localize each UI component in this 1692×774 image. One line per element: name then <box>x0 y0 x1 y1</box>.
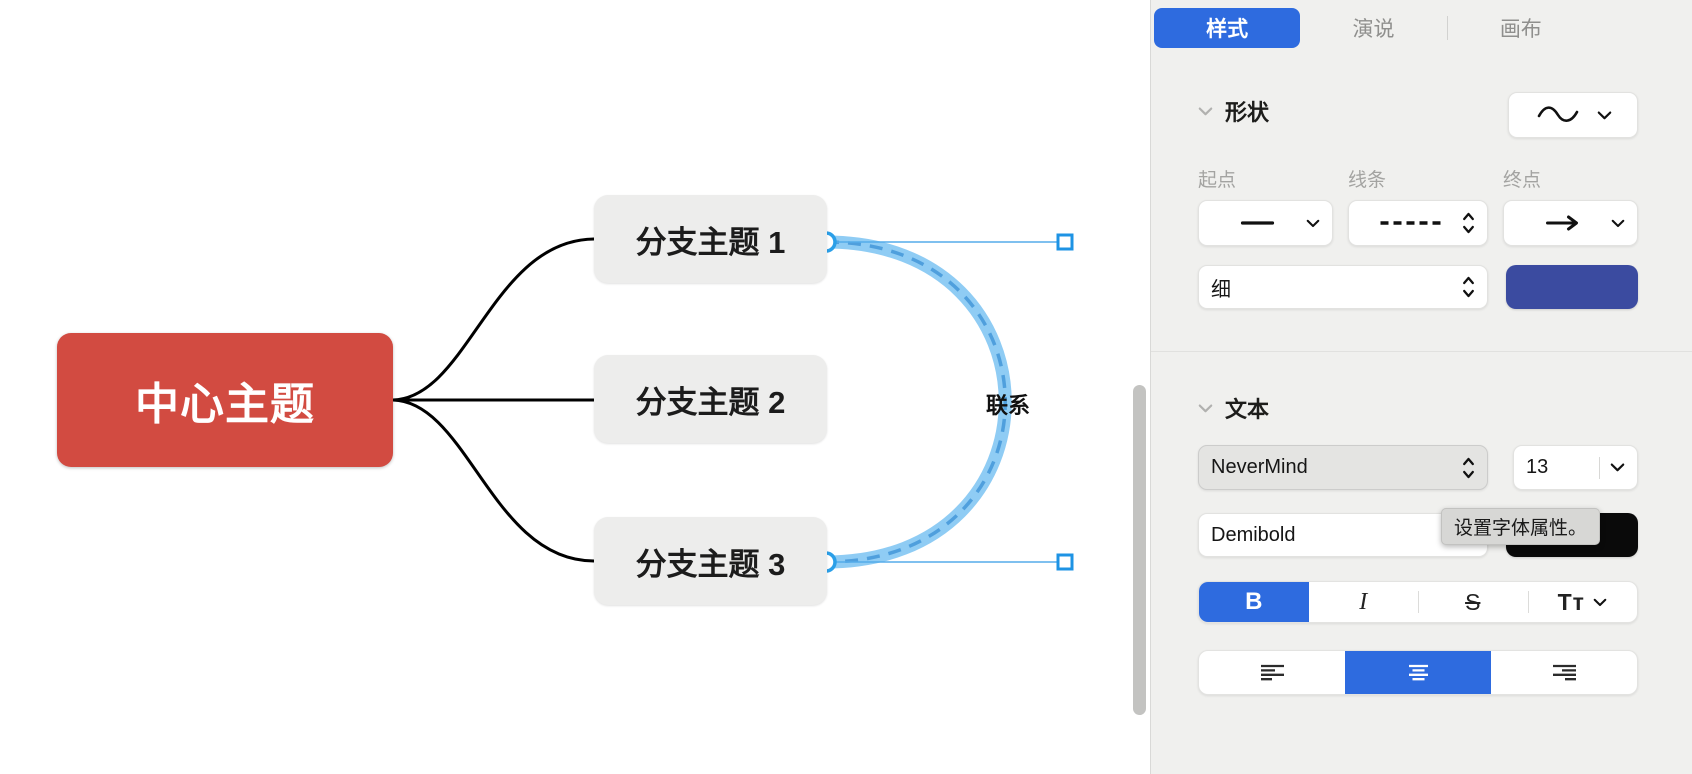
straight-line-icon <box>1240 221 1275 225</box>
chevron-down-icon <box>1597 111 1611 119</box>
dashed-line-icon <box>1380 221 1443 225</box>
end-point-select[interactable] <box>1503 200 1638 246</box>
relationship-curve[interactable] <box>819 235 1012 569</box>
italic-icon: I <box>1359 588 1368 615</box>
relationship-control-lines <box>826 241 1058 563</box>
stepper-icon <box>1463 457 1474 478</box>
arrow-right-icon <box>1546 215 1578 231</box>
align-center-button[interactable] <box>1345 651 1491 694</box>
font-attributes-tooltip: 设置字体属性。 <box>1441 508 1601 545</box>
tab-presentation[interactable]: 演说 <box>1352 18 1395 41</box>
style-panel-content: 形状 起点 线条 终点 <box>1151 0 1692 774</box>
wave-curve-icon <box>1537 106 1578 122</box>
text-alignment-group <box>1198 650 1638 695</box>
branch-connectors <box>391 237 596 563</box>
font-family-value: NeverMind <box>1211 456 1308 478</box>
font-size-value: 13 <box>1526 456 1549 478</box>
line-color-swatch[interactable] <box>1506 265 1638 309</box>
align-left-icon <box>1260 664 1284 681</box>
italic-button[interactable]: I <box>1309 582 1419 622</box>
line-width-value: 细 <box>1211 278 1231 301</box>
section-divider <box>1151 351 1692 352</box>
branch-topic-2[interactable]: 分支主题 2 <box>594 355 827 443</box>
shape-section-header: 形状 <box>1198 95 1269 127</box>
start-point-select[interactable] <box>1198 200 1333 246</box>
font-weight-value: Demibold <box>1211 523 1296 546</box>
tab-style[interactable]: 样式 <box>1154 8 1301 48</box>
align-right-icon <box>1552 664 1576 681</box>
relationship-control-handles[interactable] <box>1056 233 1074 571</box>
branch-topic-3[interactable]: 分支主题 3 <box>594 517 827 605</box>
chevron-down-icon <box>1593 598 1607 606</box>
chevron-down-icon <box>1611 219 1625 227</box>
bold-icon: B <box>1245 588 1263 615</box>
chevron-down-icon <box>1306 219 1320 227</box>
collapse-chevron-icon[interactable] <box>1198 107 1213 116</box>
shape-section-title: 形状 <box>1225 100 1270 125</box>
mindmap-canvas[interactable]: 中心主题 分支主题 1 分支主题 2 分支主题 3 联系 <box>0 0 1150 774</box>
canvas-vertical-scrollbar[interactable] <box>1133 385 1146 715</box>
chevron-down-icon <box>1610 463 1625 472</box>
bold-button[interactable]: B <box>1199 582 1309 622</box>
line-width-stepper[interactable]: 细 <box>1198 265 1488 309</box>
text-transform-button[interactable]: Tᴛ <box>1527 582 1638 622</box>
line-style-stepper[interactable] <box>1348 200 1488 246</box>
tab-divider <box>1446 16 1448 40</box>
tab-canvas[interactable]: 画布 <box>1499 18 1542 41</box>
text-transform-icon: Tᴛ <box>1557 588 1585 615</box>
stepper-icon <box>1463 276 1474 298</box>
style-panel: 样式 演说 画布 形状 起点 <box>1150 0 1692 774</box>
text-section-title: 文本 <box>1225 397 1270 422</box>
shape-field-labels: 起点 线条 终点 <box>1198 165 1638 192</box>
align-right-button[interactable] <box>1491 651 1637 694</box>
stepper-icon <box>1463 212 1474 234</box>
panel-tab-bar: 样式 演说 画布 <box>1154 8 1594 48</box>
end-point-label: 终点 <box>1503 170 1542 191</box>
align-left-button[interactable] <box>1199 651 1345 694</box>
font-weight-select[interactable]: Demibold <box>1198 513 1488 557</box>
strikethrough-icon: S <box>1465 588 1481 615</box>
branch-topic-1[interactable]: 分支主题 1 <box>594 195 827 283</box>
select-divider <box>1599 456 1600 479</box>
strikethrough-button[interactable]: S <box>1418 582 1528 622</box>
relationship-shape-select[interactable] <box>1508 92 1638 138</box>
line-style-label: 线条 <box>1348 170 1387 191</box>
relationship-label[interactable]: 联系 <box>985 393 1031 418</box>
font-family-stepper[interactable]: NeverMind <box>1198 445 1488 490</box>
font-style-toggle-group: B I S Tᴛ <box>1198 581 1638 623</box>
central-topic-node[interactable]: 中心主题 <box>57 333 393 467</box>
font-size-select[interactable]: 13 <box>1513 445 1638 490</box>
text-section-header: 文本 <box>1198 392 1269 424</box>
collapse-chevron-icon[interactable] <box>1198 404 1213 413</box>
start-point-label: 起点 <box>1198 170 1237 191</box>
align-center-icon <box>1408 664 1428 681</box>
